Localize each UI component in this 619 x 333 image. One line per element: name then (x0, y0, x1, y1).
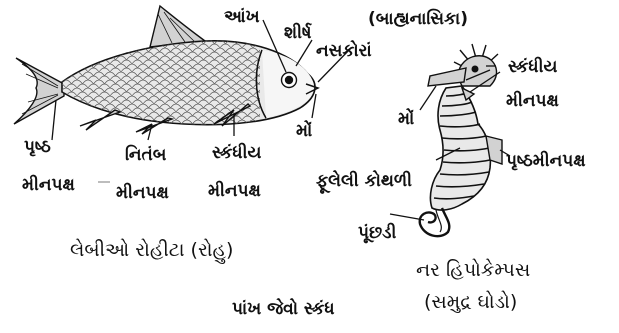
caption-seahorse-name-1: નર હિપોકેમ્પસ (416, 259, 530, 281)
label-seahorse-mouth: મોં (398, 107, 414, 129)
fish-pupil (285, 76, 293, 84)
label-fish-eye: આંખ (224, 7, 260, 27)
label-seahorse-nostril: નસકોરાં (316, 39, 372, 61)
caption-fish-name: લેબીઓ રોહીટા (રોહુ) (70, 239, 233, 264)
label-seahorse-dorsal-fin: પૃષ્ઠમીનપક્ષ (506, 150, 586, 171)
caption-footer: પાંખ જેવો સ્કંધ (232, 297, 335, 319)
label-seahorse-pectoral-fin-2: મીનપક્ષ (506, 90, 559, 111)
label-seahorse-pectoral-fin-1: સ્કંધીય (508, 56, 557, 77)
seahorse-drawing (390, 44, 510, 236)
label-seahorse-brood-pouch: ફૂલેલી કોથળી (316, 169, 412, 194)
label-fish-head: શીર્ષ (284, 22, 312, 43)
caudal-fin (14, 58, 64, 124)
label-fish-pelvic-fin-1: નિતંબ (125, 144, 167, 165)
label-fish-dorsal-fin-2: મીનપક્ષ (22, 174, 75, 195)
label-fish-pectoral-fin-1: સ્કંધીય (212, 142, 261, 163)
seahorse-eye (472, 66, 479, 73)
seahorse-tail (420, 208, 450, 236)
label-fish-pectoral-fin-2: મીનપક્ષ (208, 180, 261, 201)
label-fish-mouth: મોં (296, 119, 312, 141)
label-seahorse-tail: પૂંછડી (358, 222, 397, 243)
label-seahorse-nasal-note: (બાહ્યનાસિકા) (368, 8, 468, 29)
caption-seahorse-name-2: (સમુદ્ર ઘોડો) (424, 291, 517, 313)
anal-fin (80, 110, 120, 130)
label-fish-pelvic-fin-2: મીનપક્ષ (116, 182, 169, 203)
label-fish-dorsal-fin-1: પૃષ્ઠ (24, 137, 51, 157)
